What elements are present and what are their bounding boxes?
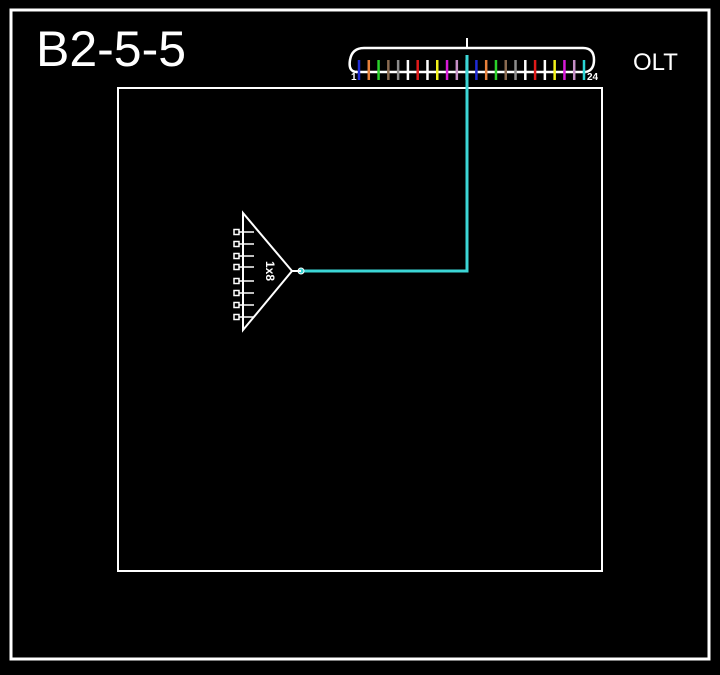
splitter-port-2[interactable] — [233, 240, 254, 248]
splitter-port-1[interactable] — [233, 228, 254, 236]
splitter-port-3[interactable] — [233, 252, 254, 260]
splitter-port-5[interactable] — [233, 277, 254, 285]
cable-outline — [348, 46, 596, 74]
fiber-cable-strip[interactable]: 1 24 — [348, 38, 599, 83]
splitter-label: 1x8 — [263, 261, 277, 281]
splitter-port-6[interactable] — [233, 289, 254, 297]
fiber-connection-line[interactable] — [301, 55, 469, 273]
splitter-output-ports — [233, 213, 254, 330]
olt-label: OLT — [633, 49, 678, 76]
splitter-1x8[interactable]: 1x8 — [233, 210, 301, 333]
splitter-port-8[interactable] — [233, 313, 254, 321]
fiber-end-label: 24 — [587, 72, 599, 83]
fiber-start-label: 1 — [351, 72, 357, 83]
diagram-title: B2-5-5 — [36, 21, 187, 77]
splitter-port-4[interactable] — [233, 263, 254, 271]
outer-frame — [9, 8, 711, 661]
splitter-port-7[interactable] — [233, 301, 254, 309]
enclosure-box — [117, 87, 603, 572]
fiber-strands — [357, 60, 586, 80]
